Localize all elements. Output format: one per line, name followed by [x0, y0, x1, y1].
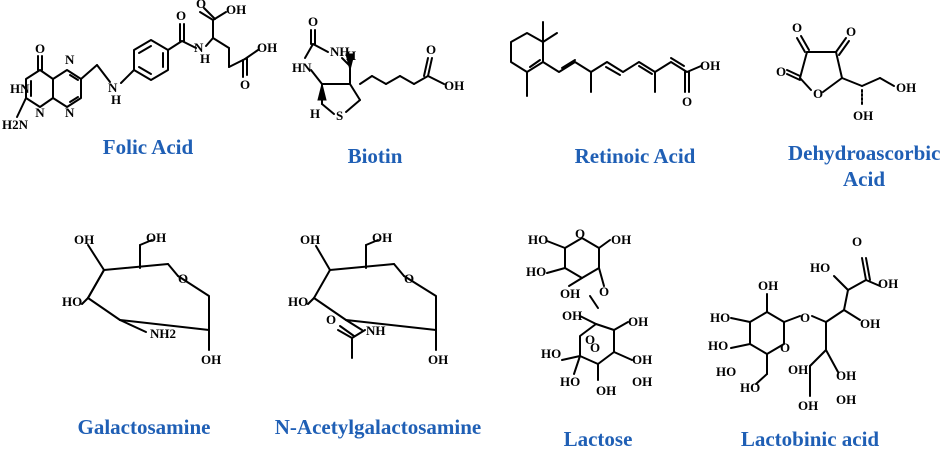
folic-n1-label: N	[35, 105, 45, 120]
biotin-nh-label: NH	[330, 44, 350, 59]
galn-oh3-label: OH	[201, 352, 221, 367]
caption-folic-acid: Folic Acid	[102, 135, 194, 159]
biotin-h2-label: H	[310, 106, 320, 121]
lbc-ring-o-label: O	[780, 340, 790, 355]
retinoic-oh-label: OH	[700, 58, 720, 73]
galn-oh2-label: OH	[146, 230, 166, 245]
dha-o2-label: O	[846, 24, 856, 39]
retinoic-o-label: O	[682, 94, 692, 109]
lbc-ho4-label: HO	[716, 364, 736, 379]
lbc-oh7-label: OH	[836, 392, 856, 407]
lbc-oh2-label: OH	[758, 278, 778, 293]
dha-o3-label: O	[776, 64, 786, 79]
folic-acid1-o-label: O	[196, 0, 206, 11]
folic-acid1-oh-label: OH	[226, 2, 246, 17]
lactose-oh3-label: OH	[562, 308, 582, 323]
lbc-oh5-label: OH	[836, 368, 856, 383]
lbc-oh1-label: OH	[878, 276, 898, 291]
galn-nh2-label: NH2	[150, 326, 176, 341]
lactose-ring-o3-label: O	[590, 340, 600, 355]
lbc-oh4-label: OH	[788, 362, 808, 377]
caption-n-acetylgalactosamine: N-Acetylgalactosamine	[274, 415, 482, 439]
biotin-acid-o-label: O	[426, 42, 436, 57]
biotin-h1-label: H	[346, 48, 356, 63]
lactose-ho3-label: HO	[541, 346, 561, 361]
dha-o1-label: O	[792, 20, 802, 35]
caption-dehydroascorbic-line2: Acid	[843, 167, 885, 191]
lactose-ho2-label: HO	[526, 264, 546, 279]
folic-h2n-label: H2N	[2, 117, 29, 132]
dha-ring-o-label: O	[813, 86, 823, 101]
biotin-o-label: O	[308, 14, 318, 29]
lactobinic-acid-structure: O HO OH OH HO O OH HO O OH HO OH OH HO O…	[708, 234, 898, 413]
lactose-oh2-label: OH	[560, 286, 580, 301]
lactose-ho1-label: HO	[528, 232, 548, 247]
caption-lactobinic-acid: Lactobinic acid	[740, 427, 880, 451]
lbc-oh6-label: OH	[798, 398, 818, 413]
lactose-oh6-label: OH	[596, 383, 616, 398]
n-acetylgalactosamine-structure: OH OH O HO NH O OH	[288, 230, 448, 367]
galnac-oh2-label: OH	[372, 230, 392, 245]
galnac-oh3-label: OH	[428, 352, 448, 367]
lbc-oh3-label: OH	[860, 316, 880, 331]
folic-o-label: O	[35, 41, 45, 56]
lbc-ho1-label: HO	[810, 260, 830, 275]
biotin-structure: O NH HN H H S O OH	[292, 14, 464, 123]
galnac-acetyl-o-label: O	[326, 312, 336, 327]
galnac-ring-o-label: O	[404, 271, 414, 286]
galactosamine-structure: OH OH O HO NH2 OH	[62, 230, 221, 367]
folic-acid-structure: O HN N H2N N N N H O N H O OH O OH	[2, 0, 277, 132]
galn-oh1-label: OH	[74, 232, 94, 247]
dha-oh1-label: OH	[853, 108, 873, 123]
lbc-ho2-label: HO	[710, 310, 730, 325]
biotin-acid-oh-label: OH	[444, 78, 464, 93]
lactose-structure: HO O OH HO OH O OH O OH HO O OH HO OH OH	[526, 226, 652, 398]
caption-retinoic-acid: Retinoic Acid	[574, 144, 696, 168]
folic-n4-label: N	[108, 80, 118, 95]
dehydroascorbic-acid-structure: O O O O OH OH	[776, 20, 916, 123]
dha-oh2-label: OH	[896, 80, 916, 95]
galnac-oh1-label: OH	[300, 232, 320, 247]
lbc-bridge-o-label: O	[800, 310, 810, 325]
caption-biotin: Biotin	[347, 144, 403, 168]
caption-galactosamine: Galactosamine	[77, 415, 211, 439]
lactose-bridge-o-label: O	[599, 284, 609, 299]
lactose-ring-o1-label: O	[575, 226, 585, 241]
folic-h-label: H	[111, 92, 121, 107]
galn-ring-o-label: O	[178, 271, 188, 286]
lbc-o-label: O	[852, 234, 862, 249]
biotin-hn-label: HN	[292, 60, 312, 75]
folic-n2-label: N	[65, 52, 75, 67]
lactose-ring-o2-label: O	[585, 332, 595, 347]
galnac-nh-label: NH	[366, 323, 386, 338]
folic-hn-label: HN	[10, 81, 30, 96]
folic-amide-h-label: H	[200, 51, 210, 66]
folic-amide-o-label: O	[176, 8, 186, 23]
lbc-ho5-label: HO	[740, 380, 760, 395]
lactose-oh7-label: OH	[632, 374, 652, 389]
caption-dehydroascorbic-acid: Dehydroascorbic Acid	[788, 140, 940, 192]
folic-n3-label: N	[65, 105, 75, 120]
lbc-ho3-label: HO	[708, 338, 728, 353]
galn-ho-label: HO	[62, 294, 82, 309]
retinoic-acid-structure: O OH	[510, 21, 720, 109]
folic-acid2-oh-label: OH	[257, 40, 277, 55]
lactose-oh4-label: OH	[628, 314, 648, 329]
lactose-ho4-label: HO	[560, 374, 580, 389]
lactose-oh5-label: OH	[632, 352, 652, 367]
caption-lactose: Lactose	[563, 427, 633, 451]
caption-dehydroascorbic-line1: Dehydroascorbic	[788, 141, 941, 165]
lactose-oh1-label: OH	[611, 232, 631, 247]
galnac-ho-label: HO	[288, 294, 308, 309]
folic-amide-n-label: N	[194, 40, 204, 55]
folic-acid2-o-label: O	[240, 77, 250, 92]
biotin-s-label: S	[336, 108, 343, 123]
